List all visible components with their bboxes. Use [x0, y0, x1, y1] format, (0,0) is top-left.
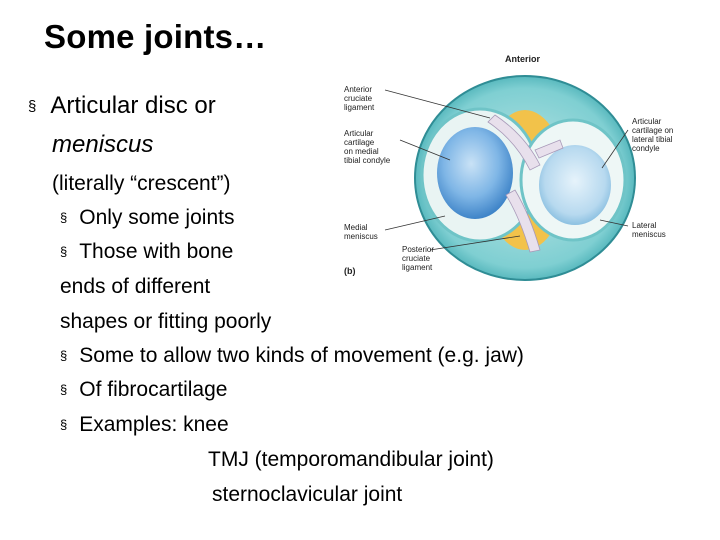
art-med-label-1: Articular [344, 129, 374, 138]
med-meniscus-label-1: Medial [344, 223, 368, 232]
bullet-text: Those with bone [79, 240, 234, 263]
acl-label-3: ligament [344, 103, 375, 112]
art-med-label-4: tibial condyle [344, 156, 391, 165]
pcl-label-2: cruciate [402, 254, 431, 263]
art-lat-label-3: lateral tibial [632, 135, 673, 144]
sub-bullet-only-some: § Only some joints [60, 206, 234, 230]
art-med-label-3: on medial [344, 147, 379, 156]
knee-meniscus-illustration: Anterior Anterior cruciate ligament Arti… [344, 54, 673, 281]
bullet-marker: § [28, 98, 37, 115]
anterior-cruciate-ligament [487, 114, 541, 171]
bullet-text: Only some joints [79, 206, 235, 229]
bullet-text: Some to allow two kinds of movement (e.g… [79, 344, 524, 367]
sub-bullet-those-with-bone: § Those with bone [60, 240, 233, 264]
meniscus-definition: (literally “crescent”) [52, 172, 231, 195]
slide-title: Some joints… [44, 18, 267, 55]
medial-articular-cartilage [437, 127, 513, 219]
bullet-marker: § [60, 244, 68, 259]
sub-bullet-fibrocartilage: § Of fibrocartilage [60, 378, 227, 402]
bullet-marker: § [60, 417, 68, 432]
lat-meniscus-label-1: Lateral [632, 221, 657, 230]
lateral-articular-cartilage [539, 145, 611, 225]
bullet-text: Examples: knee [79, 413, 229, 436]
transverse-ligament [534, 139, 564, 159]
leader-lines [384, 89, 629, 251]
sub-bullet-movement: § Some to allow two kinds of movement (e.… [60, 344, 524, 368]
posterior-cruciate-ligament [505, 189, 541, 253]
pcl-label-3: ligament [402, 263, 433, 272]
meniscus-term: meniscus [52, 131, 154, 158]
med-meniscus-label-2: meniscus [344, 232, 378, 241]
art-lat-label-1: Articular [632, 117, 662, 126]
panel-label: (b) [344, 266, 356, 276]
bullet-articular-disc: § Articular disc or [28, 92, 216, 120]
art-med-label-2: cartilage [344, 138, 375, 147]
art-lat-label-4: condyle [632, 144, 660, 153]
acl-label-2: cruciate [344, 94, 373, 103]
anterior-label: Anterior [505, 54, 541, 64]
example-sternoclavicular: sternoclavicular joint [212, 483, 403, 506]
pcl-label-1: Posterior [402, 245, 434, 254]
bullet-marker: § [60, 382, 68, 397]
bullet-marker: § [60, 348, 68, 363]
sub-bullet-examples: § Examples: knee [60, 413, 229, 437]
lat-meniscus-label-2: meniscus [632, 230, 666, 239]
bullet-continuation: ends of different [60, 275, 211, 298]
acl-label-1: Anterior [344, 85, 372, 94]
art-lat-label-2: cartilage on [632, 126, 673, 135]
bullet-continuation: shapes or fitting poorly [60, 310, 272, 333]
bullet-text: Of fibrocartilage [79, 378, 228, 401]
bullet-text: Articular disc or [50, 92, 216, 119]
example-tmj: TMJ (temporomandibular joint) [208, 448, 494, 471]
bullet-marker: § [60, 210, 68, 225]
